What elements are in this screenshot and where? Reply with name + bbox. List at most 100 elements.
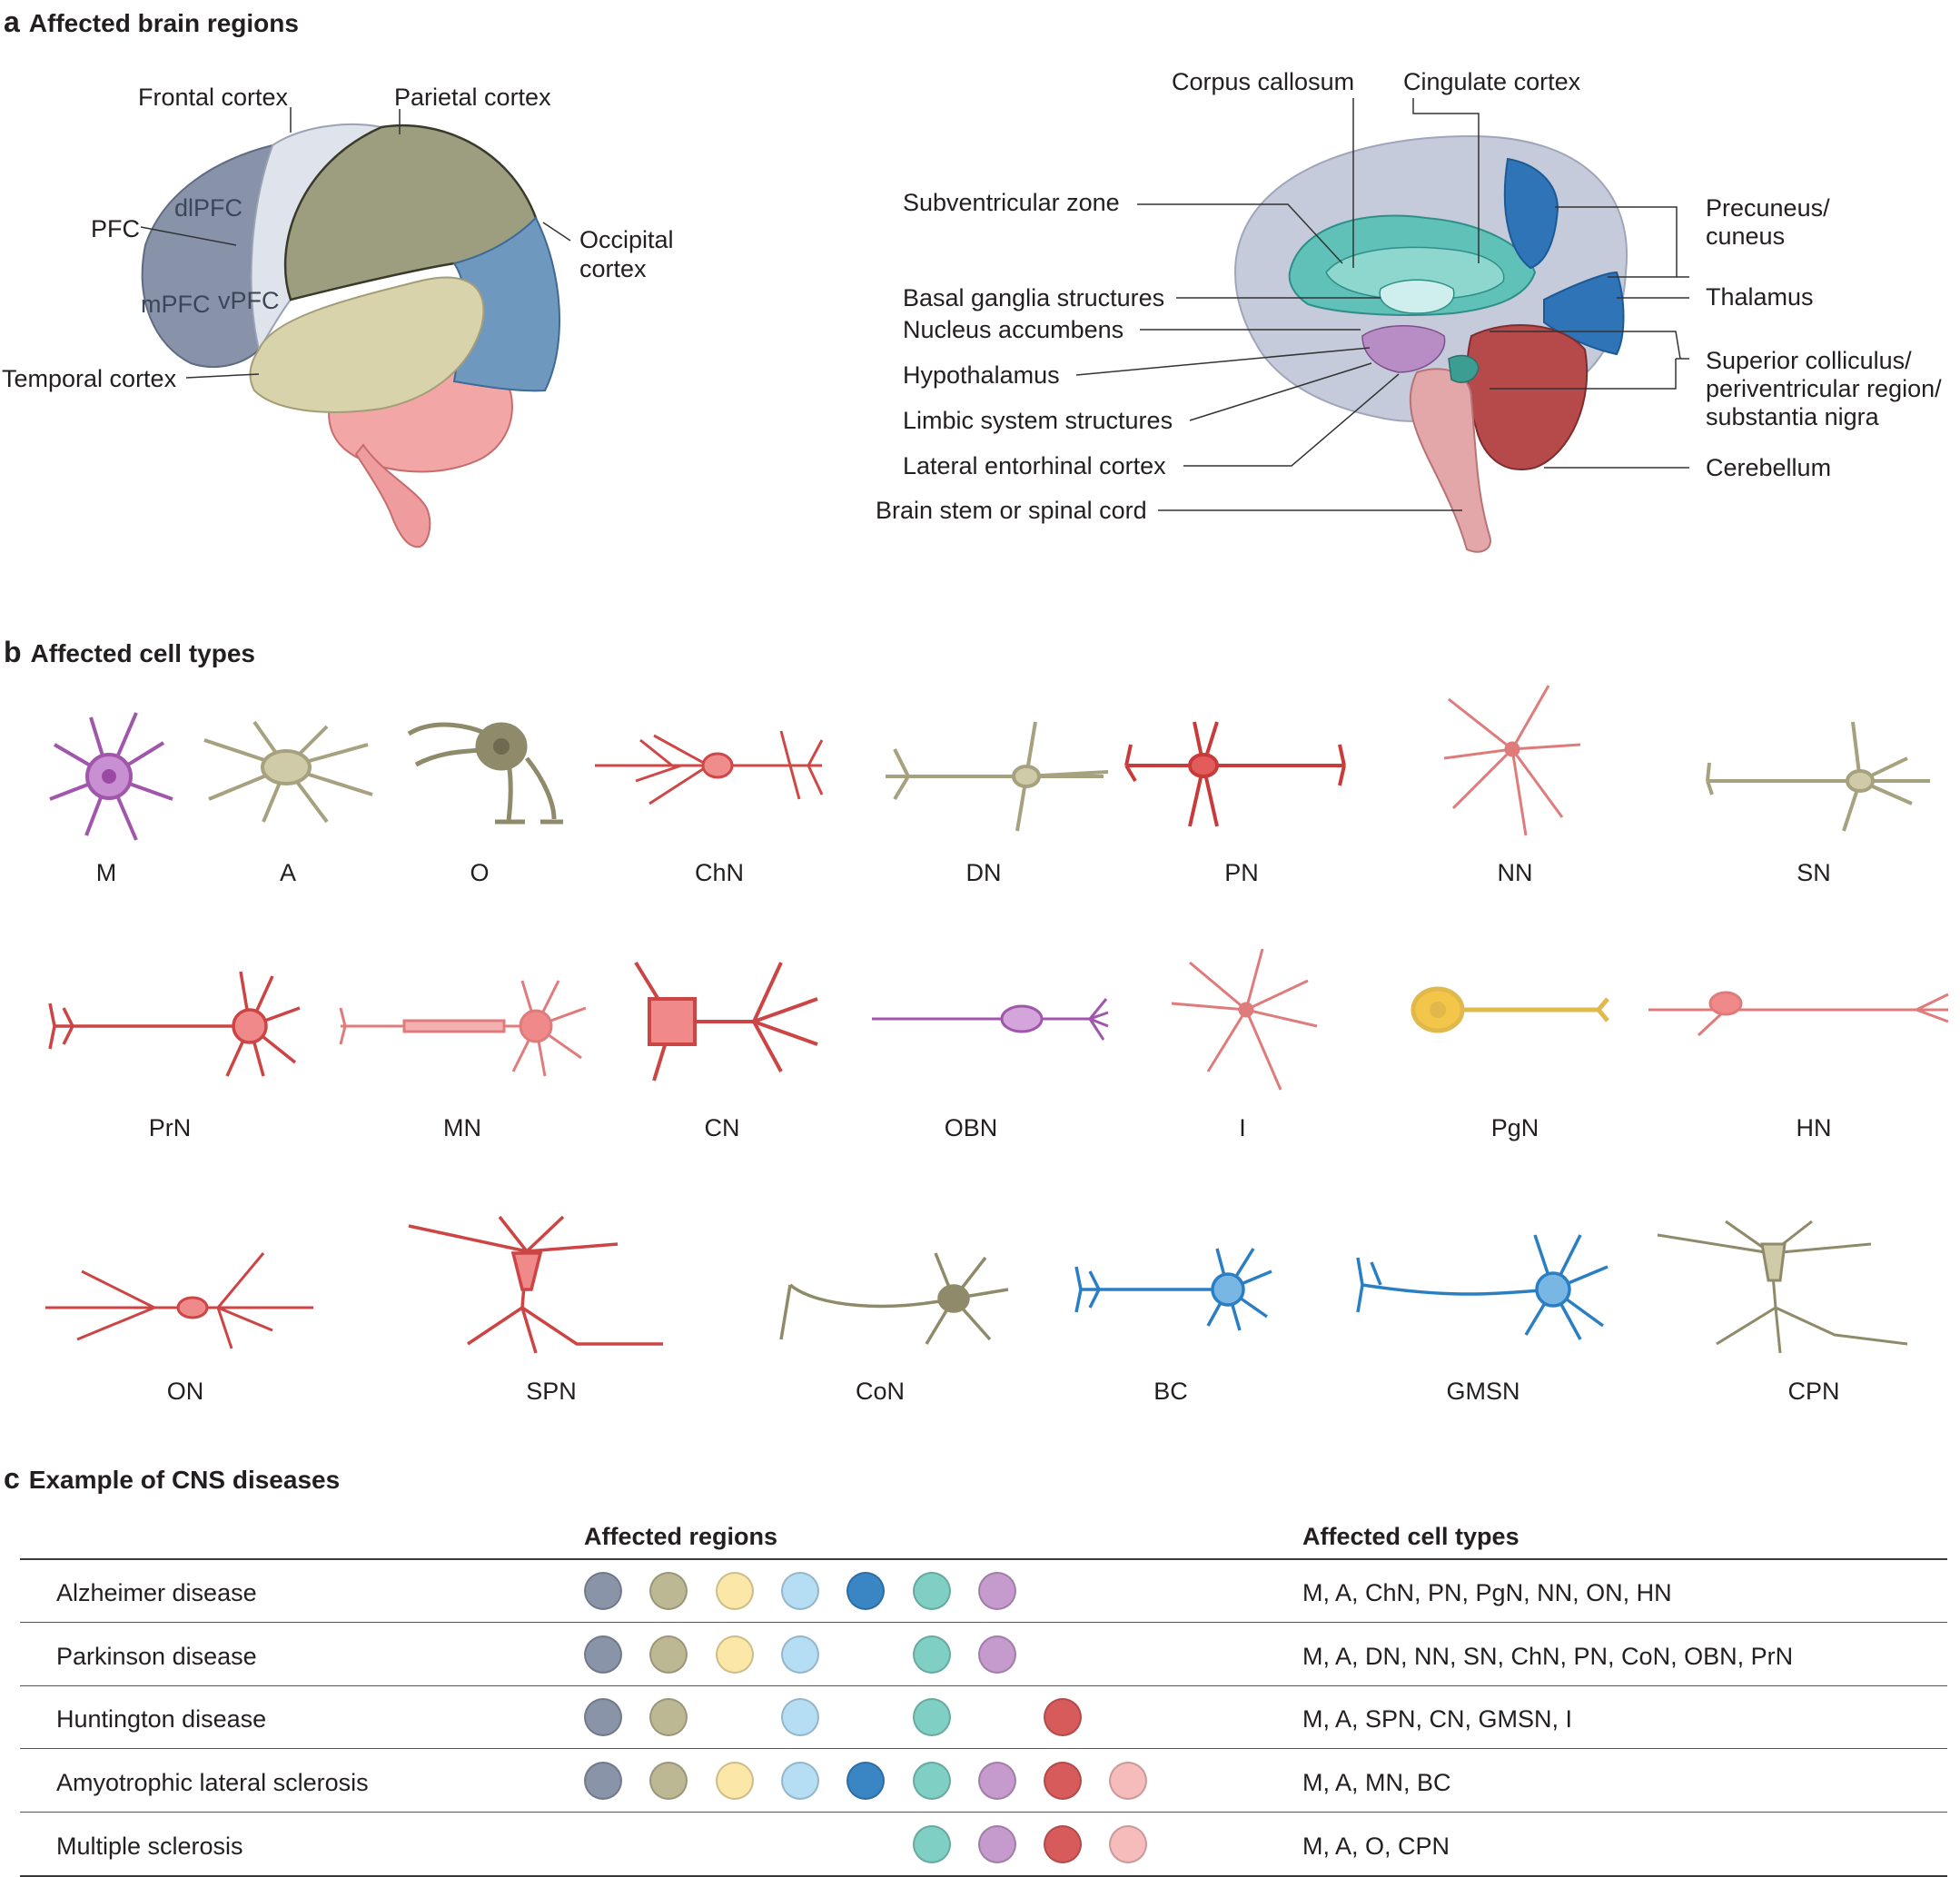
cell-label-pn: PN <box>1224 859 1259 886</box>
cell-row-3 <box>45 1215 1908 1354</box>
cell-i <box>1171 948 1318 1091</box>
region-dot <box>715 1762 754 1800</box>
sagittal-colliculus <box>1448 354 1480 383</box>
region-dot <box>780 1635 819 1674</box>
disease-name: Multiple sclerosis <box>56 1833 243 1860</box>
region-dot <box>846 1762 886 1800</box>
cell-label-prn: PrN <box>148 1114 192 1141</box>
cell-label-spn: SPN <box>526 1378 577 1405</box>
disease-name: Huntington disease <box>56 1705 267 1733</box>
cell-label-dn: DN <box>965 859 1002 886</box>
cell-label-con: CoN <box>855 1378 905 1405</box>
cell-spn <box>408 1215 663 1354</box>
panel-b-letter: b <box>4 636 22 668</box>
cell-hn <box>1648 991 1949 1037</box>
region-dot <box>780 1698 819 1736</box>
region-dot <box>649 1572 688 1610</box>
cell-row-2 <box>48 948 1949 1091</box>
label-colliculus-3: substantia nigra <box>1706 403 1879 430</box>
sagittal-brainstem <box>1409 368 1491 553</box>
region-dot <box>912 1698 951 1736</box>
lateral-brain <box>141 123 560 548</box>
cell-label-pgn: PgN <box>1490 1114 1539 1141</box>
panel-c-title-text: Example of CNS diseases <box>28 1466 341 1494</box>
label-dlpfc: dlPFC <box>174 194 243 222</box>
disease-cell-types: M, A, ChN, PN, PgN, NN, ON, HN <box>1302 1579 1672 1606</box>
region-dot <box>1109 1825 1148 1863</box>
cell-row-1 <box>49 685 1930 841</box>
disease-name: Alzheimer disease <box>56 1579 257 1606</box>
disease-cell-types: M, A, MN, BC <box>1302 1769 1451 1796</box>
cell-label-on: ON <box>166 1378 204 1405</box>
lateral-occipital <box>452 216 560 392</box>
cell-label-hn: HN <box>1796 1114 1832 1141</box>
cell-prn <box>48 971 301 1077</box>
col-header-regions: Affected regions <box>584 1523 778 1550</box>
region-dot <box>584 1698 622 1736</box>
lateral-parietal <box>283 123 538 301</box>
label-brain-stem: Brain stem or spinal cord <box>876 497 1147 524</box>
region-dot <box>1044 1762 1083 1800</box>
region-dot <box>584 1572 622 1610</box>
sagittal-precuneus <box>1503 157 1559 270</box>
table-rule <box>20 1748 1947 1749</box>
region-dot <box>1109 1762 1148 1800</box>
panel-c-title: c Example of CNS diseases <box>4 1462 340 1496</box>
region-dot <box>649 1698 688 1736</box>
cell-label-cn: CN <box>704 1114 740 1141</box>
label-vpfc: vPFC <box>218 287 280 314</box>
cell-bc <box>1074 1248 1272 1331</box>
region-dot <box>649 1635 688 1674</box>
sagittal-hypothalamus <box>1361 325 1446 373</box>
cell-gmsn <box>1356 1234 1609 1340</box>
label-cerebellum: Cerebellum <box>1706 454 1832 481</box>
label-basal-ganglia: Basal ganglia structures <box>903 284 1165 311</box>
region-dot <box>1044 1825 1083 1863</box>
label-nucleus-accumbens: Nucleus accumbens <box>903 316 1124 343</box>
label-occipital-2: cortex <box>579 255 647 282</box>
region-dot <box>584 1635 622 1674</box>
region-dot <box>780 1572 819 1610</box>
cell-label-obn: OBN <box>944 1114 998 1141</box>
label-cingulate-cortex: Cingulate cortex <box>1403 68 1581 95</box>
label-parietal-cortex: Parietal cortex <box>394 84 551 111</box>
disease-cell-types: M, A, O, CPN <box>1302 1833 1450 1860</box>
cell-label-cpn: CPN <box>1787 1378 1840 1405</box>
cell-nn <box>1443 685 1581 836</box>
panel-c-letter: c <box>4 1462 20 1495</box>
cell-label-chn: ChN <box>694 859 744 886</box>
panel-a-title: a Affected brain regions <box>4 5 299 39</box>
label-subventricular-zone: Subventricular zone <box>903 189 1120 216</box>
table-rule <box>20 1685 1947 1686</box>
region-dot <box>912 1825 951 1863</box>
region-dot <box>649 1762 688 1800</box>
label-pfc: PFC <box>91 215 140 242</box>
sagittal-leader-lines <box>1075 98 1689 511</box>
label-mpfc: mPFC <box>141 291 211 318</box>
panel-a-title-text: Affected brain regions <box>28 9 299 37</box>
region-dot <box>912 1635 951 1674</box>
cell-label-i: I <box>1239 1114 1246 1141</box>
cell-sn <box>1706 721 1930 832</box>
cell-label-mn: MN <box>443 1114 481 1141</box>
cell-label-o: O <box>470 859 490 886</box>
label-colliculus-1: Superior colliculus/ <box>1706 347 1912 374</box>
cell-on <box>45 1252 313 1349</box>
cell-m <box>49 712 173 841</box>
cell-con <box>779 1252 1009 1345</box>
cell-o <box>407 722 563 825</box>
panel-a-letter: a <box>4 5 20 38</box>
label-frontal-cortex: Frontal cortex <box>138 84 289 111</box>
label-hypothalamus: Hypothalamus <box>903 361 1060 389</box>
cell-label-m: M <box>95 859 117 886</box>
cell-obn <box>872 998 1109 1041</box>
cell-pgn <box>1411 986 1609 1033</box>
cell-label-a: A <box>279 859 296 886</box>
disease-name: Parkinson disease <box>56 1643 257 1670</box>
cell-label-bc: BC <box>1153 1378 1188 1405</box>
lateral-leader-lines <box>140 107 571 379</box>
cell-mn <box>339 980 587 1077</box>
table-rule <box>20 1622 1947 1623</box>
sagittal-brain <box>1233 134 1628 553</box>
